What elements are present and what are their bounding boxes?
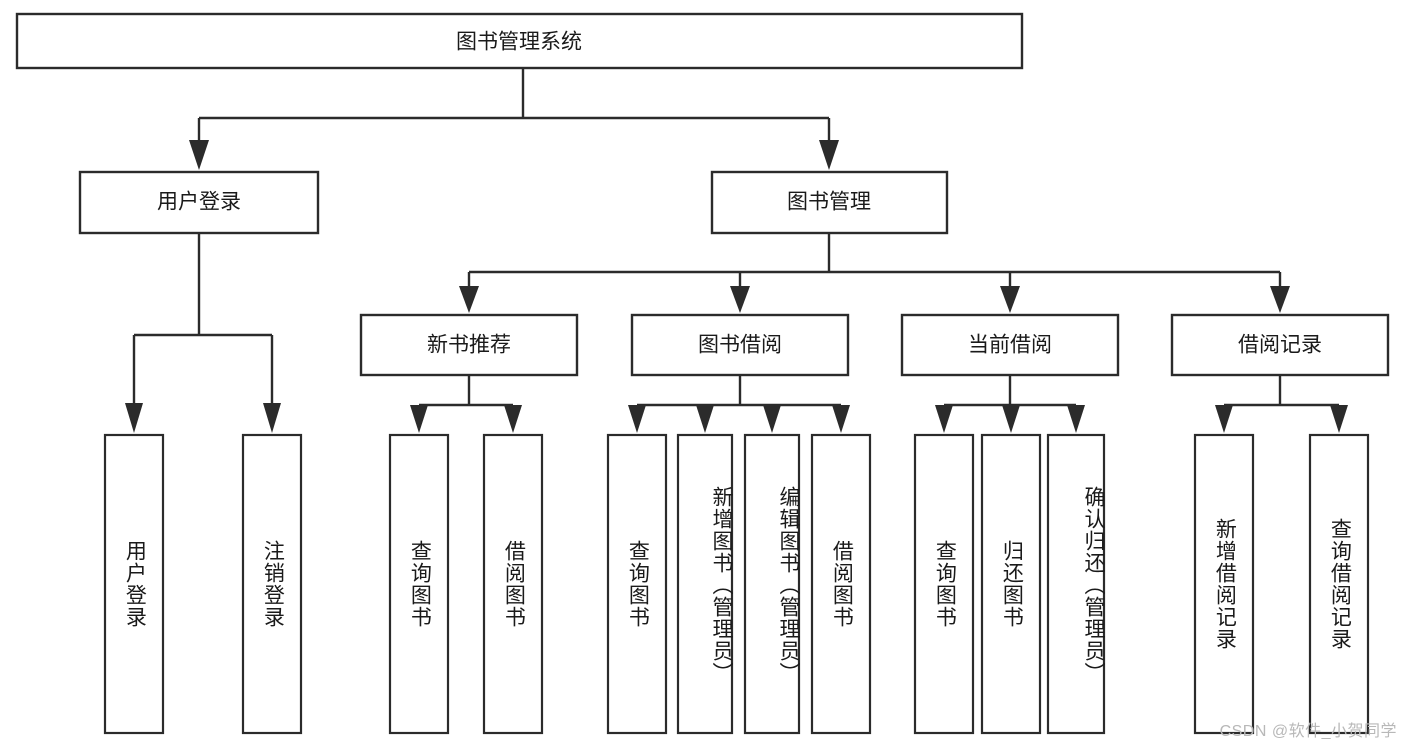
arrow-to-user-login bbox=[189, 140, 209, 170]
arrow-leaf-query-book-current bbox=[935, 405, 953, 433]
arrow-leaf-borrow-book bbox=[832, 405, 850, 433]
arrow-leaf-borrow-book-recommend bbox=[504, 405, 522, 433]
node-leaf-query-book-recommend-box[interactable] bbox=[388, 433, 450, 735]
node-leaf-add-borrow-record-box[interactable] bbox=[1193, 433, 1255, 735]
watermark-csdn: CSDN @软件_小贺同学 bbox=[1219, 723, 1397, 740]
node-leaf-user-login-box[interactable] bbox=[103, 433, 165, 735]
arrow-to-book-borrow bbox=[730, 286, 750, 313]
arrow-leaf-query-book-borrow bbox=[628, 405, 646, 433]
node-user-login-box[interactable] bbox=[78, 170, 320, 235]
node-layer: 图书管理系统 用户登录 图书管理 新书推荐 图书借阅 当前借阅 借阅记录 bbox=[15, 12, 1390, 735]
node-new-book-recommend-label: 新书推荐 bbox=[427, 334, 511, 357]
arrow-to-book-management bbox=[819, 140, 839, 170]
node-root-label: 图书管理系统 bbox=[456, 31, 582, 54]
node-leaf-add-book-admin-box[interactable] bbox=[676, 433, 734, 735]
node-leaf-query-book-current-box[interactable] bbox=[913, 433, 975, 735]
arrow-to-borrow-record bbox=[1270, 286, 1290, 313]
node-leaf-return-book-box[interactable] bbox=[980, 433, 1042, 735]
node-book-borrow-box[interactable] bbox=[630, 313, 850, 377]
node-leaf-confirm-return-admin-box[interactable] bbox=[1046, 433, 1106, 735]
node-root-box[interactable] bbox=[15, 12, 1024, 70]
node-leaf-logout-login-box[interactable] bbox=[241, 433, 303, 735]
node-leaf-query-borrow-record-box[interactable] bbox=[1308, 433, 1370, 735]
arrow-leaf-query-book-recommend bbox=[410, 405, 428, 433]
node-current-borrow-box[interactable] bbox=[900, 313, 1120, 377]
arrow-leaf-query-borrow-record bbox=[1330, 405, 1348, 433]
node-leaf-borrow-book-recommend-box[interactable] bbox=[482, 433, 544, 735]
node-leaf-query-book-borrow-box[interactable] bbox=[606, 433, 668, 735]
node-book-borrow-label: 图书借阅 bbox=[698, 334, 782, 357]
arrow-leaf-user-login bbox=[125, 403, 143, 433]
node-borrow-record-label: 借阅记录 bbox=[1238, 334, 1322, 357]
node-leaf-borrow-book-box[interactable] bbox=[810, 433, 872, 735]
arrow-to-current-borrow bbox=[1000, 286, 1020, 313]
arrow-leaf-return-book bbox=[1002, 405, 1020, 433]
arrow-leaf-logout-login bbox=[263, 403, 281, 433]
arrow-leaf-edit-book-admin bbox=[763, 405, 781, 433]
node-user-login-label: 用户登录 bbox=[157, 191, 241, 214]
node-current-borrow-label: 当前借阅 bbox=[968, 334, 1052, 357]
node-borrow-record-box[interactable] bbox=[1170, 313, 1390, 377]
arrow-to-new-book-recommend bbox=[459, 286, 479, 313]
node-new-book-recommend-box[interactable] bbox=[359, 313, 579, 377]
arrow-leaf-add-book-admin bbox=[696, 405, 714, 433]
node-book-management-box[interactable] bbox=[710, 170, 949, 235]
node-leaf-edit-book-admin-box[interactable] bbox=[743, 433, 801, 735]
edge-layer bbox=[125, 68, 1348, 433]
arrow-leaf-confirm-return-admin bbox=[1067, 405, 1085, 433]
arrow-leaf-add-borrow-record bbox=[1215, 405, 1233, 433]
node-book-management-label: 图书管理 bbox=[787, 191, 871, 214]
